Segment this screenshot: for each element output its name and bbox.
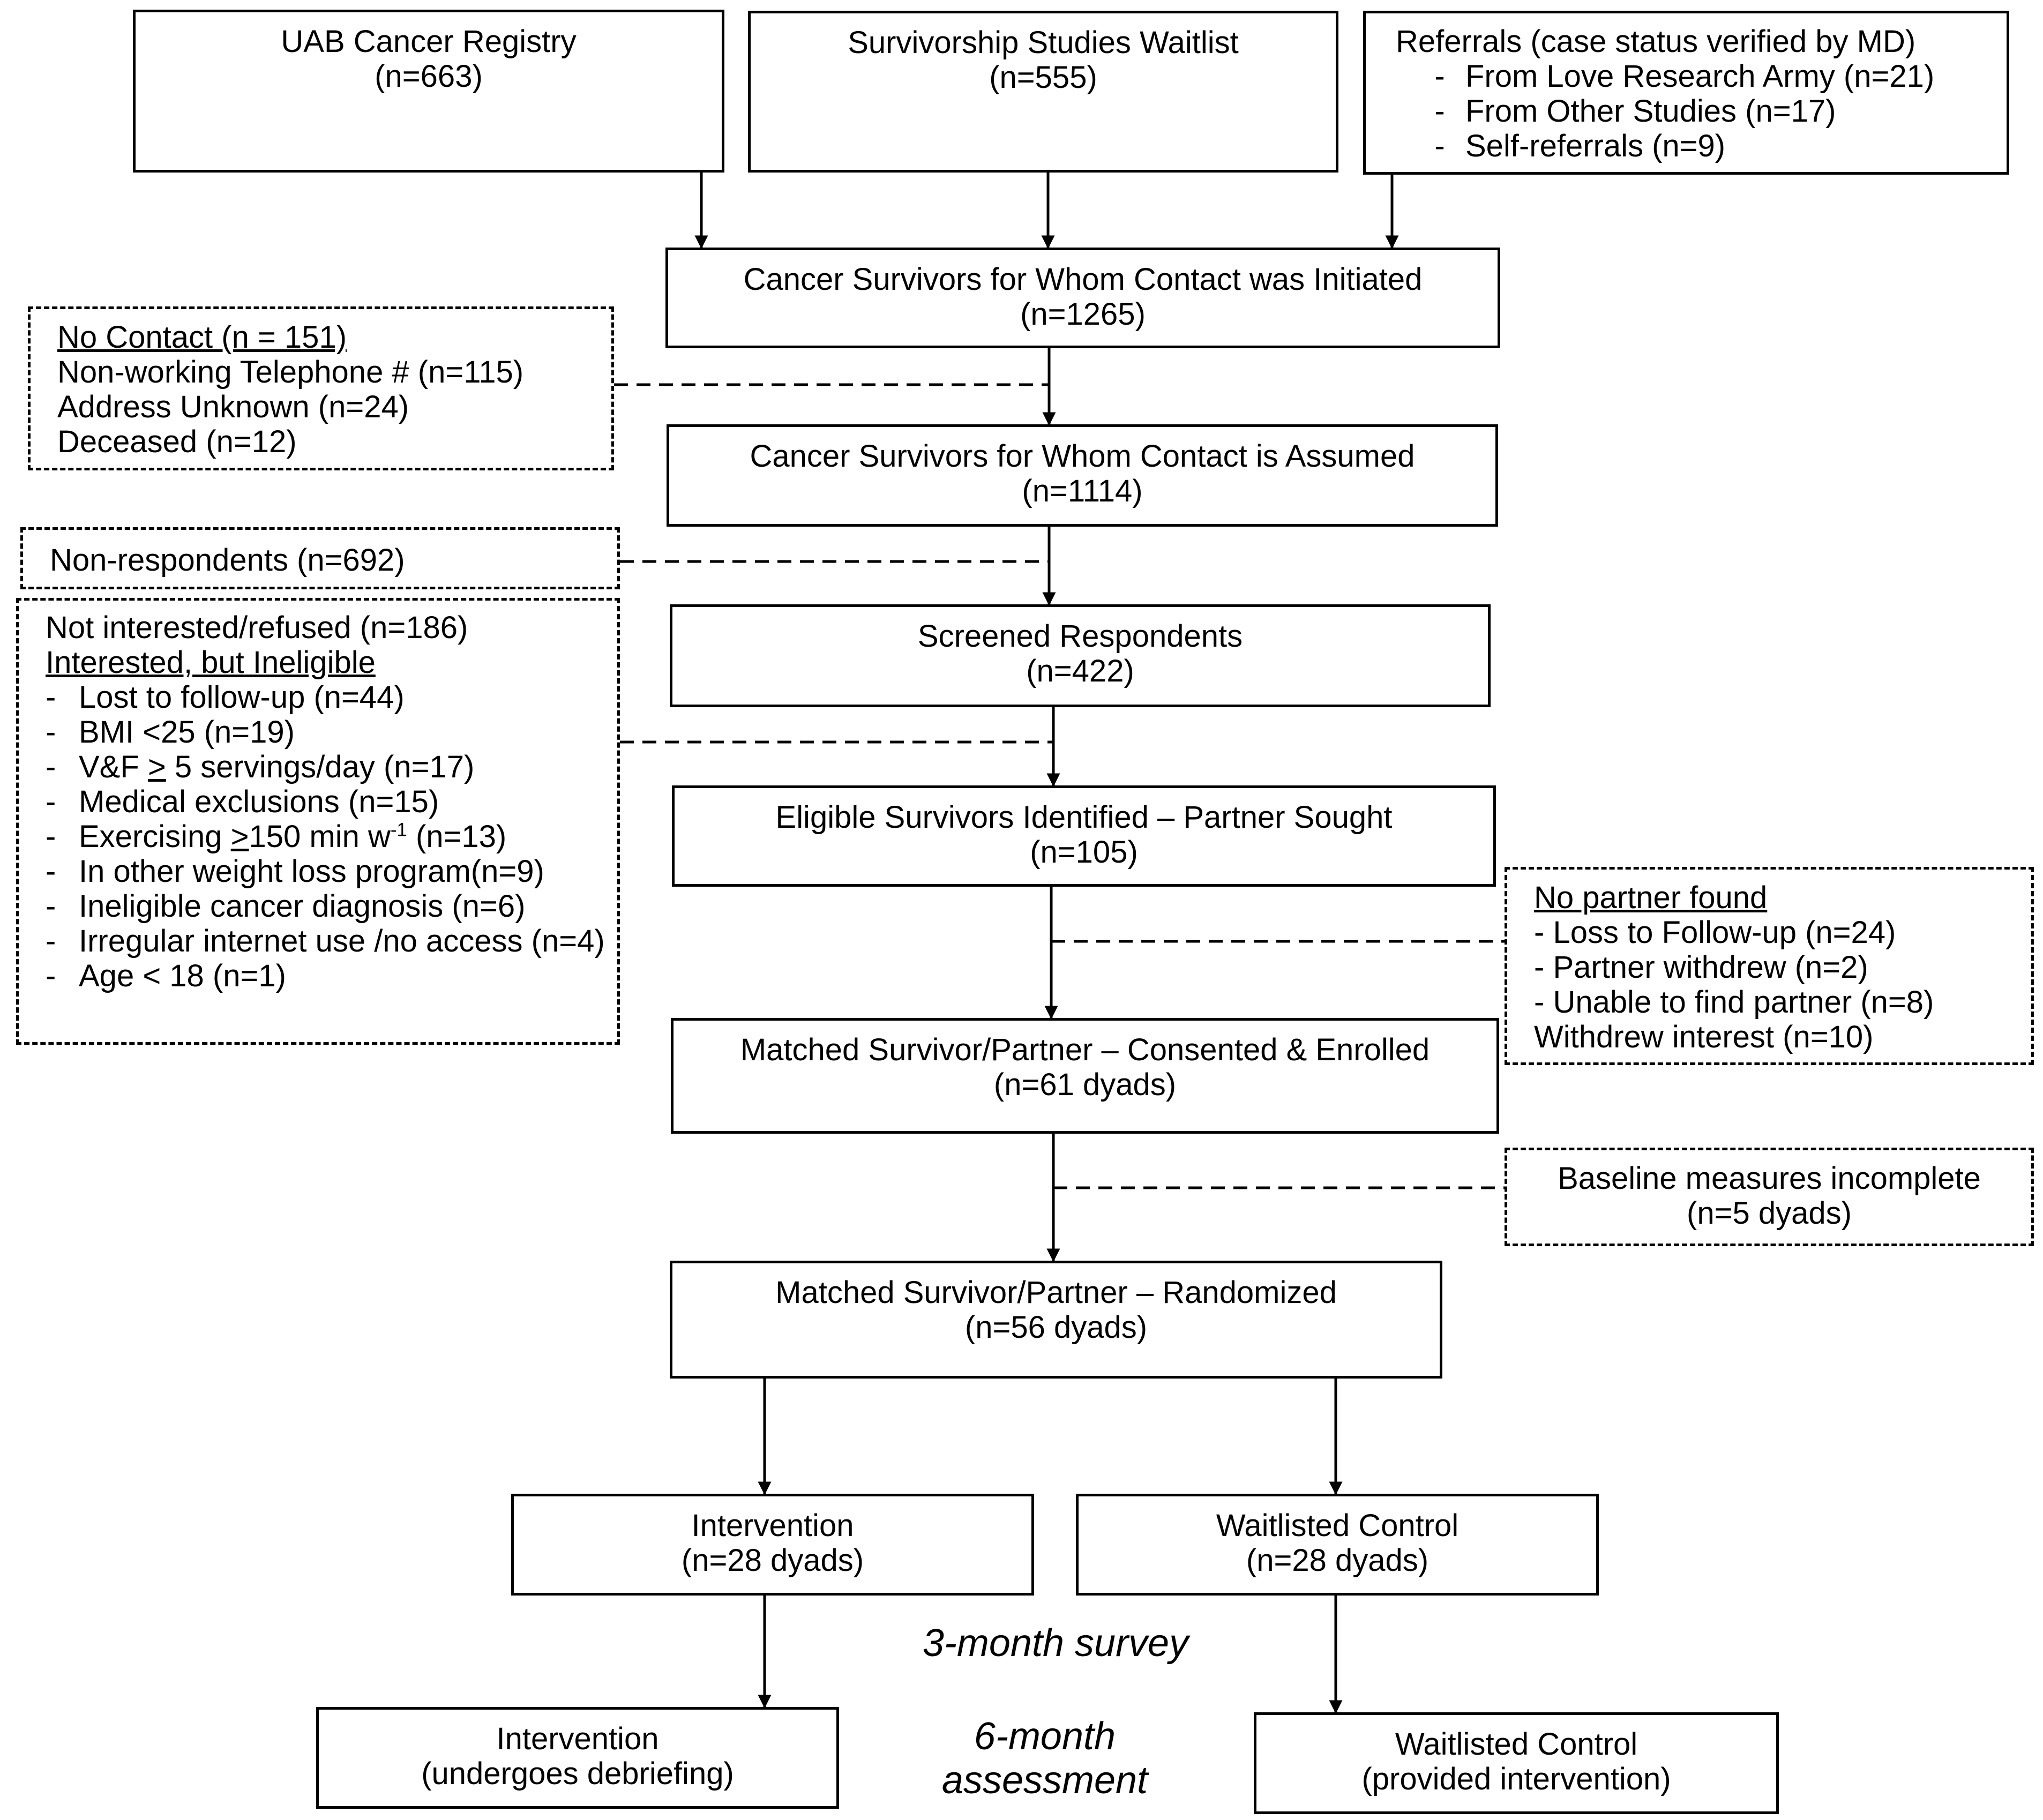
waitlist-title: Survivorship Studies Waitlist (848, 25, 1239, 60)
exclusion-item: -Lost to follow-up (n=44) (46, 680, 405, 715)
screened-count: (n=422) (1026, 654, 1134, 688)
registry-box: UAB Cancer Registry (n=663) (133, 10, 724, 173)
dash-marker: - (46, 784, 56, 819)
referral-item: -Self-referrals (n=9) (1396, 129, 2007, 163)
control-box: Waitlisted Control (n=28 dyads) (1076, 1494, 1599, 1596)
final-intervention-note: (undergoes debriefing) (421, 1756, 734, 1791)
dash-marker: - (46, 854, 56, 889)
initiated-title: Cancer Survivors for Whom Contact was In… (743, 262, 1423, 297)
six-month-label: 6-month assessment (941, 1715, 1148, 1802)
no-partner-last: Withdrew interest (n=10) (1534, 1020, 1874, 1054)
screened-box: Screened Respondents (n=422) (670, 604, 1491, 707)
dash-marker: - (1534, 915, 1553, 950)
intervention-count: (n=28 dyads) (681, 1543, 864, 1578)
final-control-note: (provided intervention) (1361, 1762, 1671, 1796)
enrolled-box: Matched Survivor/Partner – Consented & E… (671, 1018, 1499, 1134)
no-contact-box: No Contact (n = 151) Non-working Telepho… (28, 306, 614, 470)
dash-marker: - (46, 680, 56, 715)
assumed-count: (n=1114) (1022, 474, 1143, 508)
referral-item: -From Love Research Army (n=21) (1396, 59, 2007, 94)
waitlist-count: (n=555) (989, 60, 1097, 95)
dash-marker: - (46, 819, 56, 854)
referral-item: -From Other Studies (n=17) (1396, 94, 2007, 129)
registry-title: UAB Cancer Registry (281, 24, 577, 59)
dash-marker: - (46, 924, 56, 958)
referrals-box: Referrals (case status verified by MD) -… (1363, 11, 2009, 175)
ineligible-heading: Interested, but Ineligible (46, 645, 376, 680)
dash-marker: - (1534, 985, 1553, 1020)
no-partner-item: - Loss to Follow-up (n=24) (1534, 915, 1896, 950)
exclusion-item: -In other weight loss program(n=9) (46, 854, 544, 889)
baseline-count: (n=5 dyads) (1687, 1196, 1852, 1231)
randomized-title: Matched Survivor/Partner – Randomized (775, 1275, 1337, 1310)
baseline-title: Baseline measures incomplete (1558, 1161, 1981, 1196)
no-partner-box: No partner found - Loss to Follow-up (n=… (1505, 867, 2034, 1065)
exclusion-item: -Irregular internet use /no access (n=4) (46, 924, 605, 958)
final-intervention-box: Intervention (undergoes debriefing) (316, 1707, 839, 1809)
three-month-label: 3-month survey (922, 1622, 1189, 1665)
assumed-title: Cancer Survivors for Whom Contact is Ass… (750, 439, 1415, 474)
waitlist-box: Survivorship Studies Waitlist (n=555) (748, 11, 1338, 173)
randomized-count: (n=56 dyads) (964, 1310, 1148, 1345)
registry-count: (n=663) (375, 59, 483, 94)
exclusion-item: -Ineligible cancer diagnosis (n=6) (46, 889, 526, 924)
no-contact-line: Address Unknown (n=24) (57, 390, 409, 424)
final-intervention-title: Intervention (496, 1721, 659, 1756)
dash-marker: - (1434, 94, 1445, 129)
no-partner-heading: No partner found (1534, 880, 1768, 915)
exclusion-item: -Exercising >150 min w-1 (n=13) (46, 819, 507, 854)
referrals-title: Referrals (case status verified by MD) (1396, 24, 1916, 59)
dash-marker: - (1434, 129, 1445, 163)
dash-marker: - (46, 889, 56, 924)
enrolled-title: Matched Survivor/Partner – Consented & E… (740, 1032, 1430, 1067)
assumed-box: Cancer Survivors for Whom Contact is Ass… (667, 424, 1498, 527)
initiated-box: Cancer Survivors for Whom Contact was In… (665, 248, 1500, 348)
dash-marker: - (46, 715, 56, 750)
excluded-box: Not interested/refused (n=186) Intereste… (16, 598, 620, 1045)
eligible-count: (n=105) (1030, 835, 1138, 870)
no-contact-line: Non-working Telephone # (n=115) (57, 355, 524, 390)
no-partner-item: - Partner withdrew (n=2) (1534, 950, 1868, 985)
initiated-count: (n=1265) (1020, 297, 1146, 332)
enrolled-count: (n=61 dyads) (993, 1067, 1177, 1102)
final-control-box: Waitlisted Control (provided interventio… (1254, 1712, 1779, 1814)
non-respondents-label: Non-respondents (n=692) (50, 543, 405, 578)
baseline-box: Baseline measures incomplete (n=5 dyads) (1505, 1148, 2034, 1246)
exclusion-item: -Age < 18 (n=1) (46, 958, 286, 993)
no-partner-item: - Unable to find partner (n=8) (1534, 985, 1934, 1020)
exclusion-item: -V&F > 5 servings/day (n=17) (46, 750, 475, 784)
intervention-box: Intervention (n=28 dyads) (511, 1494, 1034, 1596)
randomized-box: Matched Survivor/Partner – Randomized (n… (670, 1261, 1442, 1379)
non-respondents-box: Non-respondents (n=692) (20, 527, 620, 589)
intervention-title: Intervention (691, 1508, 854, 1543)
screened-title: Screened Respondents (917, 619, 1243, 654)
exclusion-item: -BMI <25 (n=19) (46, 715, 295, 750)
dash-marker: - (46, 750, 56, 784)
not-interested-line: Not interested/refused (n=186) (46, 610, 468, 645)
dash-marker: - (46, 958, 56, 993)
exclusion-item: -Medical exclusions (n=15) (46, 784, 439, 819)
final-control-title: Waitlisted Control (1395, 1727, 1638, 1762)
eligible-title: Eligible Survivors Identified – Partner … (775, 800, 1393, 835)
control-title: Waitlisted Control (1216, 1508, 1459, 1543)
control-count: (n=28 dyads) (1246, 1543, 1429, 1578)
no-contact-line: Deceased (n=12) (57, 424, 297, 459)
no-contact-heading: No Contact (n = 151) (57, 320, 347, 355)
dash-marker: - (1434, 59, 1445, 94)
dash-marker: - (1534, 950, 1553, 985)
eligible-box: Eligible Survivors Identified – Partner … (672, 785, 1496, 887)
